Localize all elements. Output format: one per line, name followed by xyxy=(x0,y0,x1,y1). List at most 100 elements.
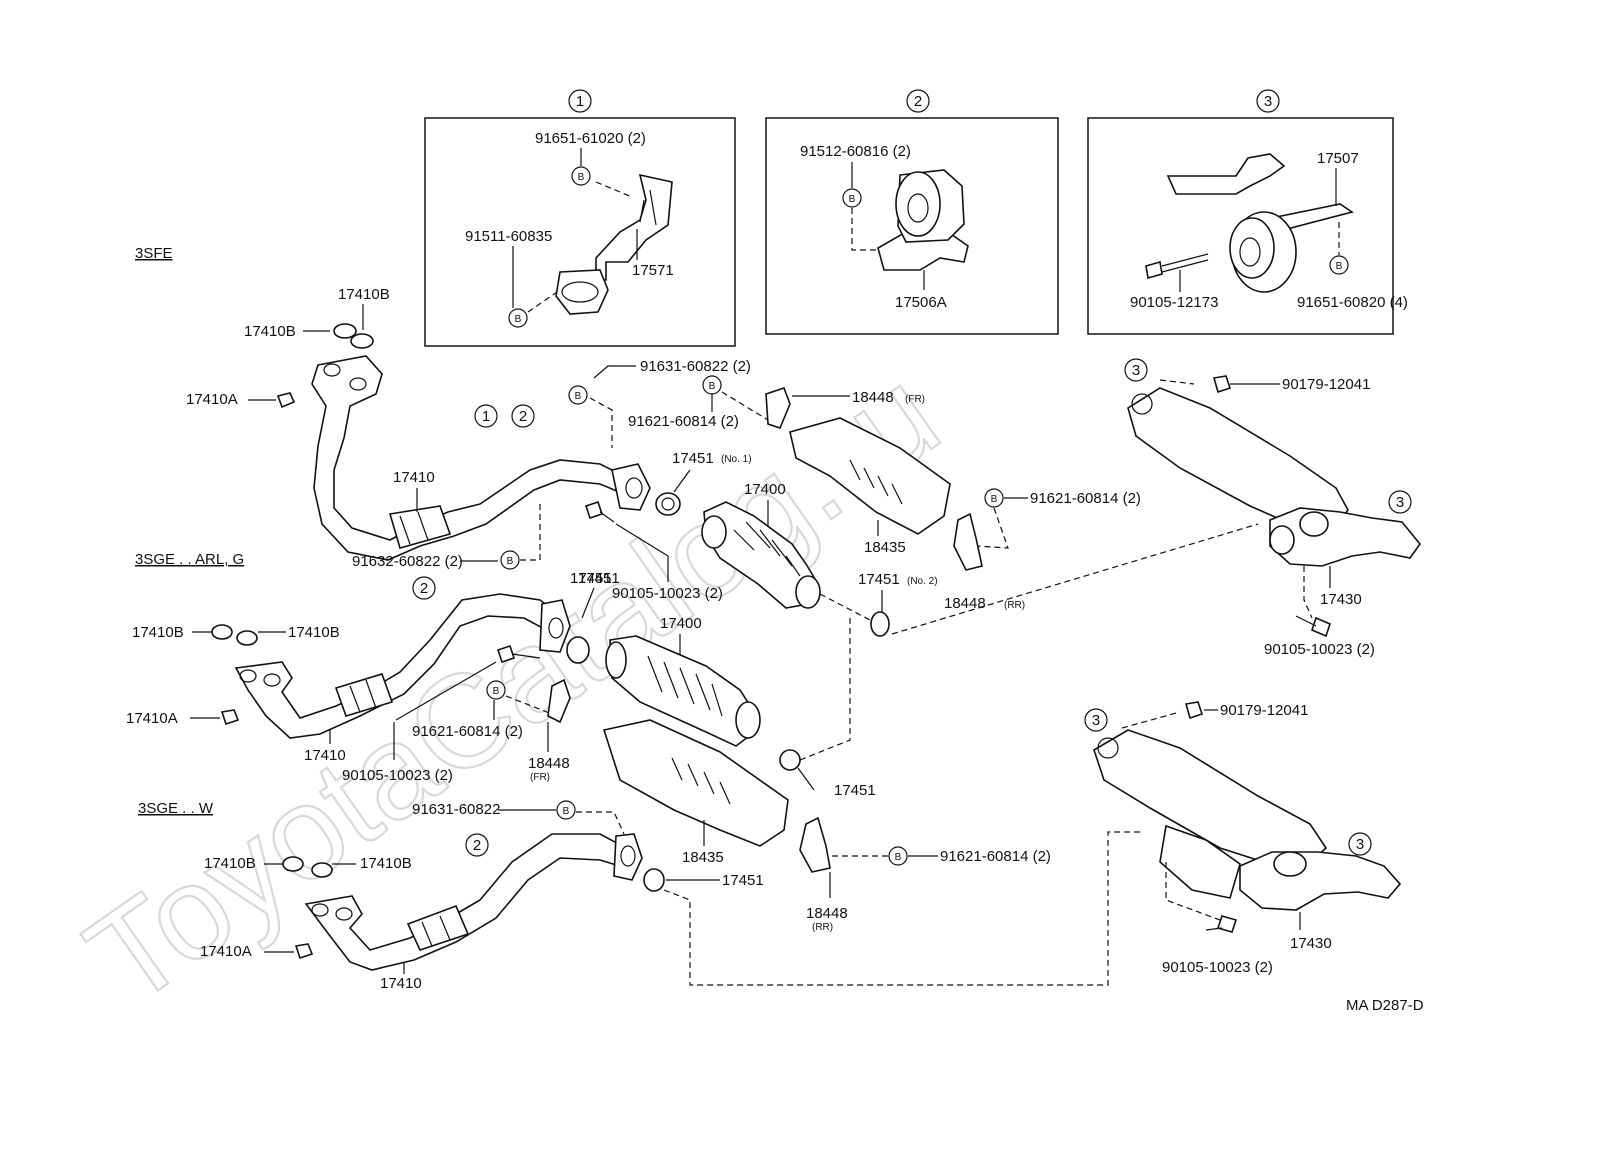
part-label: 17410B xyxy=(244,323,296,340)
bracket-17507 xyxy=(1166,153,1286,195)
part-label: 90105-10023 (2) xyxy=(612,585,723,602)
part-label: 17400 xyxy=(660,615,702,632)
detail-marker-1-label: 1 xyxy=(482,408,490,425)
part-label: 91512-60816 (2) xyxy=(800,143,911,160)
bolt-90105 xyxy=(584,500,604,520)
bolt-marker-label: B xyxy=(849,194,856,205)
bolt-marker-label: B xyxy=(493,686,500,697)
front-pipe-17410 xyxy=(311,355,638,561)
bolt-marker xyxy=(486,680,506,700)
bracket-18448-fr xyxy=(547,678,571,724)
part-label: 17451 xyxy=(570,570,612,587)
detail-marker-3 xyxy=(1084,708,1108,732)
part-label-tag: (RR) xyxy=(1004,600,1025,611)
section-3sge-w: 2 17410B 17410B 17410A 17451 17410 91631… xyxy=(200,800,1142,992)
detail-marker-2 xyxy=(511,404,535,428)
part-label-tag: (RR) xyxy=(812,922,833,933)
bracket-18448-fr xyxy=(765,386,791,429)
part-label: 17430 xyxy=(1290,935,1332,952)
detail-marker-3 xyxy=(1388,490,1412,514)
part-label: 91651-60820 (4) xyxy=(1297,294,1408,311)
part-label: 90105-10023 (2) xyxy=(342,767,453,784)
part-label-tag: (FR) xyxy=(530,772,550,783)
part-label: 18435 xyxy=(682,849,724,866)
detail-box-3: 3 17507 90105-12173 B 91651-60820 (4) xyxy=(1087,89,1408,335)
part-label-tag: (FR) xyxy=(905,394,925,405)
part-label: 17451 xyxy=(672,450,714,467)
part-label: 90179-12041 xyxy=(1282,376,1370,393)
bolt-marker-label: B xyxy=(1336,261,1343,272)
bolt-marker-label: B xyxy=(515,314,522,325)
detail-box-2: 2 91512-60816 (2) B 17506A xyxy=(765,89,1059,335)
pipe-flange xyxy=(539,599,571,653)
nut-90179 xyxy=(1184,701,1204,720)
detail-marker-2-label: 2 xyxy=(420,580,428,597)
bolt-marker xyxy=(984,488,1004,508)
part-label: 18435 xyxy=(864,539,906,556)
part-label: 18448 xyxy=(806,905,848,922)
part-label: 17410 xyxy=(304,747,346,764)
part-label: 17410 xyxy=(380,975,422,992)
part-label: 91621-60814 (2) xyxy=(628,413,739,430)
part-label: 17451 xyxy=(858,571,900,588)
gasket-17451 xyxy=(655,492,681,516)
bolt-marker-label: B xyxy=(575,391,582,402)
flex-joint xyxy=(406,904,470,951)
part-label: 17451 xyxy=(834,782,876,799)
part-label-tag: (No. 1) xyxy=(721,454,752,465)
detail-marker-3 xyxy=(1256,89,1280,113)
detail-marker-3-label: 3 xyxy=(1264,93,1272,110)
section-header-3sfe: 3SFE xyxy=(135,245,173,262)
gasket-17410B xyxy=(333,323,357,339)
flex-joint xyxy=(334,673,394,717)
part-label: 17410B xyxy=(288,624,340,641)
part-label: 91511-60835 xyxy=(465,228,552,245)
part-label: 17451 xyxy=(578,570,620,587)
detail-marker-3-label: 3 xyxy=(1356,836,1364,853)
detail-marker-3-label: 3 xyxy=(1132,362,1140,379)
detail-marker-2-label: 2 xyxy=(473,837,481,854)
nut-17410A xyxy=(220,709,240,726)
muffler-assembly-1: 3 90179-12041 3 17430 90105-10023 (2) xyxy=(1124,358,1422,658)
gasket-17410B xyxy=(311,862,333,878)
part-label: 17506A xyxy=(895,294,947,311)
bolt-marker-label: B xyxy=(709,381,716,392)
part-label: 17400 xyxy=(744,481,786,498)
part-label: 17410A xyxy=(200,943,252,960)
section-3sge-arl: 2 17410B 17410B 17410A 17451 90105-10023… xyxy=(126,570,876,847)
gasket-17410B xyxy=(211,624,233,640)
detail-marker-1 xyxy=(568,89,592,113)
part-label: 18448 xyxy=(528,755,570,772)
part-label: 17451 xyxy=(722,872,764,889)
part-label: 17410B xyxy=(204,855,256,872)
part-label: 17410 xyxy=(393,469,435,486)
bolt-marker xyxy=(571,166,591,186)
bolt-90105 xyxy=(496,644,516,664)
nut-17410A xyxy=(294,943,314,960)
bracket-18448-rr xyxy=(799,816,831,873)
part-label: 90105-10023 (2) xyxy=(1162,959,1273,976)
resonator xyxy=(1159,824,1241,899)
bolt-marker xyxy=(568,385,588,405)
gasket-17410B xyxy=(350,333,374,349)
bolt-marker xyxy=(842,188,862,208)
tail-pipe xyxy=(1239,851,1402,911)
bolt-marker xyxy=(556,800,576,820)
bolt-marker xyxy=(888,846,908,866)
flex-joint xyxy=(388,505,452,549)
bolt-marker xyxy=(508,308,528,328)
bolt-marker-label: B xyxy=(578,172,585,183)
section-3sfe: 17410B 17410B 17410A 1 2 17410 91632-608… xyxy=(186,286,1259,637)
part-label: 91631-60822 (2) xyxy=(640,358,751,375)
muffler-assembly-2: 3 90179-12041 3 17430 90105-10023 (2) xyxy=(1084,701,1402,976)
bolt-marker xyxy=(1329,255,1349,275)
gasket-17451 xyxy=(566,636,590,664)
part-label: 91621-60814 (2) xyxy=(1030,490,1141,507)
part-label: 17410A xyxy=(126,710,178,727)
gasket-17410B xyxy=(236,630,258,646)
part-label: 90105-12173 xyxy=(1130,294,1218,311)
part-label: 90179-12041 xyxy=(1220,702,1308,719)
detail-marker-3-label: 3 xyxy=(1092,712,1100,729)
detail-box-1: 1 91651-61020 (2) B 91511-60835 B 17571 xyxy=(424,89,736,347)
